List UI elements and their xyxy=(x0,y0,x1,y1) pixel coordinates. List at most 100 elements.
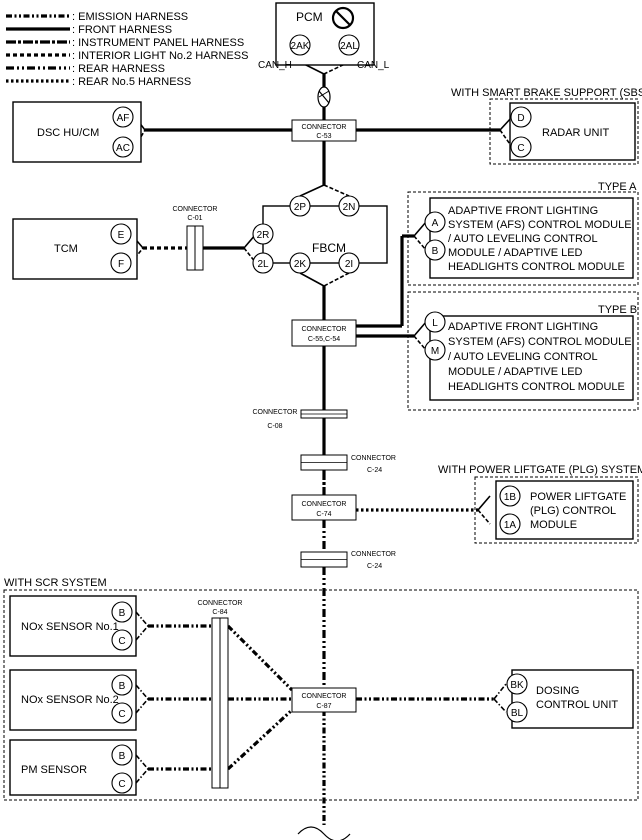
fbcm-pin-2n-label: 2N xyxy=(343,202,356,213)
pcm-pin-2al-label: 2AL xyxy=(340,41,358,52)
connector-c01 xyxy=(186,225,204,271)
type-b-line-5: HEADLIGHTS CONTROL MODULE xyxy=(448,381,625,393)
plg-pin-1b xyxy=(499,485,521,507)
dsc-label: DSC HU/CM xyxy=(37,127,99,139)
type-b-pin-l xyxy=(424,311,446,333)
dosing-pin-bk-label: BK xyxy=(510,680,524,691)
legend-label-interior: : INTERIOR LIGHT No.2 HARNESS xyxy=(72,50,248,62)
connector-c84 xyxy=(211,617,229,789)
plg-line-2: (PLG) CONTROL xyxy=(530,505,616,517)
connector-c53-id: C-53 xyxy=(316,133,331,140)
connector-c01-title: CONNECTOR xyxy=(173,206,218,213)
nox-sensor-1-pin-b-label: B xyxy=(119,608,126,619)
continuation-mark xyxy=(297,826,351,840)
connector-c24-lower-id: C-24 xyxy=(367,563,382,570)
connector-c08-id: C-08 xyxy=(267,423,282,430)
nox-sensor-1-pin-c-label: C xyxy=(118,636,125,647)
nox-sensor-1-pin-c xyxy=(111,629,133,651)
connector-c24-upper-id: C-24 xyxy=(367,467,382,474)
dsc-pin-af xyxy=(112,106,134,128)
pm-sensor-pin-b xyxy=(111,744,133,766)
connector-c87-title: CONNECTOR xyxy=(302,693,347,700)
dosing-line-1: DOSING xyxy=(536,685,579,697)
connector-c08-title: CONNECTOR xyxy=(253,409,298,416)
radar-pin-c-label: C xyxy=(517,143,524,154)
legend-label-instrument: : INSTRUMENT PANEL HARNESS xyxy=(72,37,244,49)
type-a-label: TYPE A xyxy=(598,181,637,193)
connector-c24-lower xyxy=(300,551,348,568)
plg-line-3: MODULE xyxy=(530,519,577,531)
type-b-group xyxy=(407,291,639,411)
fbcm-pin-2k xyxy=(289,252,311,274)
plg-line-1: POWER LIFTGATE xyxy=(530,491,626,503)
fbcm-pin-2r xyxy=(252,223,274,245)
radar-unit: RADAR UNIT D C xyxy=(509,102,636,161)
sbs-group-label: WITH SMART BRAKE SUPPORT (SBS) xyxy=(451,87,642,99)
dsc-pin-ac xyxy=(112,136,134,158)
plg-pin-1a xyxy=(499,513,521,535)
dosing-pin-bl-label: BL xyxy=(511,708,524,719)
type-a-pin-a-label: A xyxy=(432,218,439,229)
dosing-pin-bk xyxy=(506,673,528,695)
nox-sensor-2-pin-b xyxy=(111,674,133,696)
type-a-line-4: MODULE / ADAPTIVE LED xyxy=(448,247,583,259)
nox-sensor-1-pin-b xyxy=(111,601,133,623)
type-b-pin-l-label: L xyxy=(432,318,438,329)
pcm-pin-2ak-label: 2AK xyxy=(291,41,310,52)
twisted-pair-icon xyxy=(317,86,331,108)
connector-c24-upper-title: CONNECTOR xyxy=(351,455,396,462)
connector-c84-title: CONNECTOR xyxy=(198,600,243,607)
pm-sensor-pin-c-label: C xyxy=(118,779,125,790)
tcm-module: TCM E F xyxy=(12,218,138,280)
nox-sensor-2-pin-c-label: C xyxy=(118,709,125,720)
can-l-label: CAN_L xyxy=(357,60,390,71)
pcm-pin-2ak xyxy=(289,34,311,56)
fbcm-pin-2l-label: 2L xyxy=(257,259,269,270)
nox-sensor-2-pin-b-label: B xyxy=(119,681,126,692)
fbcm-module: FBCM 2P 2N 2R 2L 2K 2I xyxy=(252,195,388,274)
nox-sensor-2: NOx SENSOR No.2 B C xyxy=(9,669,137,731)
connector-c55-c54: CONNECTOR C-55,C-54 xyxy=(291,319,357,347)
connector-c87-id: C-87 xyxy=(316,703,331,710)
type-a-line-5: HEADLIGHTS CONTROL MODULE xyxy=(448,261,625,273)
fbcm-label: FBCM xyxy=(312,241,346,255)
fbcm-pin-2r-label: 2R xyxy=(257,230,270,241)
pcm-pin-2al xyxy=(338,34,360,56)
plg-group-label: WITH POWER LIFTGATE (PLG) SYSTEM xyxy=(438,464,642,476)
fbcm-pin-2n xyxy=(338,195,360,217)
type-b-pin-m xyxy=(424,339,446,361)
pcm-module: PCM 2AK 2AL xyxy=(275,2,375,66)
plg-module: POWER LIFTGATE (PLG) CONTROL MODULE 1B 1… xyxy=(495,480,634,540)
pm-sensor-pin-b-label: B xyxy=(119,751,126,762)
pm-sensor-pin-c xyxy=(111,772,133,794)
connector-c74-title: CONNECTOR xyxy=(302,501,347,508)
dsc-module: DSC HU/CM AF AC xyxy=(12,101,142,163)
legend-label-front: : FRONT HARNESS xyxy=(72,24,172,36)
fbcm-pin-2p-label: 2P xyxy=(294,202,307,213)
plg-pin-1a-label: 1A xyxy=(504,520,517,531)
tcm-label: TCM xyxy=(54,243,78,255)
no-entry-icon xyxy=(331,6,355,30)
pcm-label: PCM xyxy=(296,10,323,24)
dosing-control-unit: DOSING CONTROL UNIT BK BL xyxy=(506,669,634,729)
can-h-label: CAN_H xyxy=(258,60,292,71)
plg-pin-1b-label: 1B xyxy=(504,492,517,503)
connector-c53: CONNECTOR C-53 xyxy=(291,119,357,142)
tcm-pin-f xyxy=(110,252,132,274)
connector-c84-id: C-84 xyxy=(212,609,227,616)
type-a-line-3: / AUTO LEVELING CONTROL xyxy=(448,233,598,245)
tcm-pin-e xyxy=(110,223,132,245)
legend-label-emission: : EMISSION HARNESS xyxy=(72,11,188,23)
nox-sensor-1-label: NOx SENSOR No.1 xyxy=(21,621,119,633)
scr-group xyxy=(3,589,639,801)
pm-sensor: PM SENSOR B C xyxy=(9,739,137,796)
tcm-pin-f-label: F xyxy=(118,259,124,270)
nox-sensor-2-pin-c xyxy=(111,702,133,724)
radar-pin-d-label: D xyxy=(517,113,524,124)
fbcm-pin-2p xyxy=(289,195,311,217)
connector-c24-upper xyxy=(300,454,348,471)
nox-sensor-1: NOx SENSOR No.1 B C xyxy=(9,595,137,657)
dosing-pin-bl xyxy=(506,701,528,723)
nox-sensor-2-label: NOx SENSOR No.2 xyxy=(21,694,119,706)
